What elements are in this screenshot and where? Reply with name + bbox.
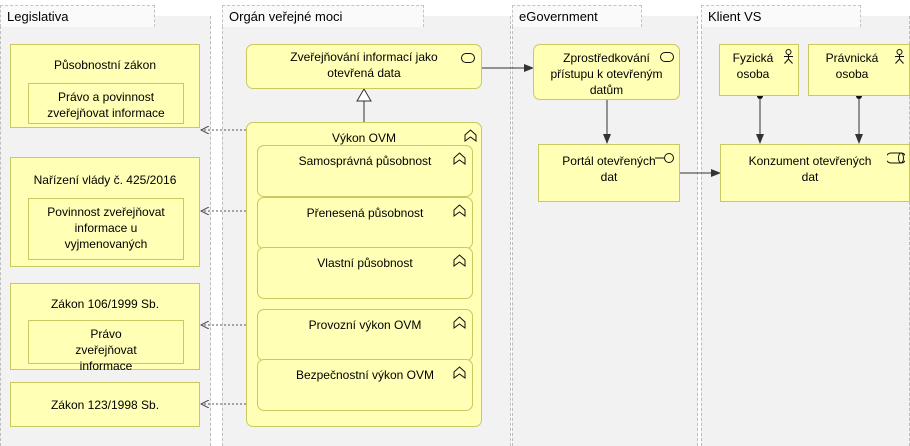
subfunction-box-4[interactable]: Provozní výkon OVM — [257, 309, 473, 361]
role-box[interactable]: Konzument otevřených dat — [720, 144, 910, 202]
function-label: Výkon OVM — [331, 131, 397, 145]
application-service-box[interactable]: Zprostředkování přístupu k otevřeným dat… — [533, 44, 680, 100]
law-box-3[interactable]: Zákon 106/1999 Sb. Právo zveřejňovat inf… — [10, 283, 200, 373]
actor-label-1: Fyzická osoba — [732, 51, 774, 81]
actor-box-1[interactable]: Fyzická osoba — [719, 44, 799, 96]
function-icon — [453, 254, 466, 269]
function-icon — [453, 316, 466, 331]
actor-box-2[interactable]: Právnická osoba — [808, 44, 910, 96]
requirement-text-2: Povinnost zveřejňovat informace u vyjmen… — [47, 205, 165, 251]
law-box-2[interactable]: Nařízení vlády č. 425/2016 Povinnost zve… — [10, 157, 200, 267]
subfunction-label-3: Vlastní působnost — [317, 256, 413, 270]
law-title-1: Působnostní zákon — [53, 58, 157, 72]
role-label: Konzument otevřených dat — [748, 154, 872, 184]
role-icon — [885, 152, 907, 166]
application-interface-label: Portál otevřených dat — [562, 154, 656, 184]
business-service-box[interactable]: Zveřejňování informací jako otevřená dat… — [246, 44, 482, 89]
lane-legislativa-title: Legislativa — [0, 5, 155, 27]
lane-egov-title: eGovernment — [512, 5, 642, 27]
business-service-label: Zveřejňování informací jako otevřená dat… — [290, 50, 438, 80]
function-icon — [453, 366, 466, 381]
lane-klient-title: Klient VS — [701, 5, 861, 27]
subfunction-box-5[interactable]: Bezpečnostní výkon OVM — [257, 359, 473, 411]
subfunction-label-2: Přenesená působnost — [306, 206, 424, 220]
actor-icon — [783, 49, 794, 66]
subfunction-label-5: Bezpečnostní výkon OVM — [295, 368, 435, 382]
requirement-text-3: Právo zveřejňovat informace — [75, 327, 137, 373]
subfunction-label-4: Provozní výkon OVM — [308, 318, 422, 332]
subfunction-box-1[interactable]: Samosprávná působnost — [257, 145, 473, 197]
function-icon — [464, 129, 477, 144]
law-title-4: Zákon 123/1998 Sb. — [50, 398, 160, 412]
law-title-2: Nařízení vlády č. 425/2016 — [33, 173, 177, 187]
requirement-box-1[interactable]: Právo a povinnost zveřejňovat informace — [28, 83, 184, 124]
lane-organ-title: Orgán veřejné moci — [222, 5, 424, 27]
interface-icon — [655, 152, 675, 166]
service-icon — [660, 51, 674, 64]
subfunction-label-1: Samosprávná působnost — [298, 154, 432, 168]
requirement-box-2[interactable]: Povinnost zveřejňovat informace u vyjmen… — [28, 198, 184, 260]
subfunction-box-3[interactable]: Vlastní působnost — [257, 247, 473, 299]
actor-icon — [894, 49, 905, 66]
function-icon — [453, 204, 466, 219]
law-title-3: Zákon 106/1999 Sb. — [50, 297, 160, 311]
law-box-4[interactable]: Zákon 123/1998 Sb. — [10, 382, 200, 427]
application-interface-box[interactable]: Portál otevřených dat — [538, 144, 680, 202]
requirement-text-1: Právo a povinnost zveřejňovat informace — [47, 90, 165, 120]
requirement-box-3[interactable]: Právo zveřejňovat informace — [28, 320, 184, 373]
subfunction-box-2[interactable]: Přenesená působnost — [257, 197, 473, 249]
actor-label-2: Právnická osoba — [825, 51, 879, 81]
law-box-1[interactable]: Působnostní zákon Právo a povinnost zveř… — [10, 44, 200, 128]
function-icon — [453, 152, 466, 167]
service-icon — [461, 52, 475, 65]
function-box[interactable]: Výkon OVM Samosprávná působnost Přenesen… — [246, 122, 482, 427]
application-service-label: Zprostředkování přístupu k otevřeným dat… — [550, 51, 663, 97]
